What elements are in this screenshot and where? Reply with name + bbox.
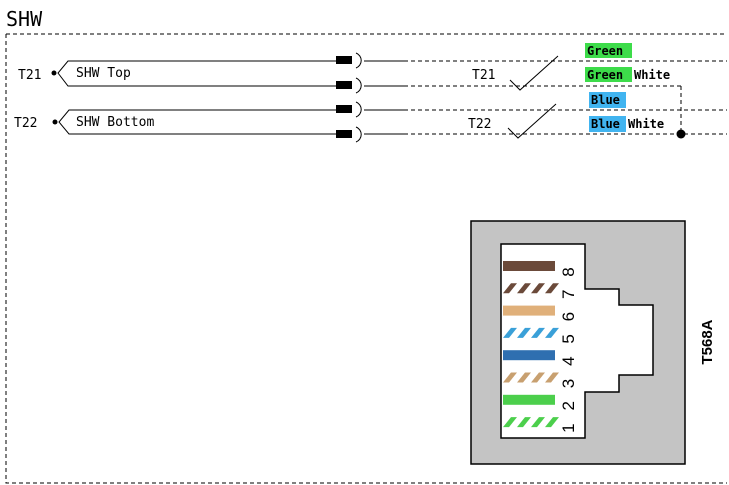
wire-color-name: Blue bbox=[591, 117, 620, 131]
wire-color-name: Blue bbox=[591, 93, 620, 107]
wire-color-name: Green bbox=[587, 68, 623, 82]
rj45-connector: 8 7 6 5 4 3 2 1 T568A bbox=[470, 220, 716, 465]
pin-number-4: 4 bbox=[559, 356, 578, 365]
plug-connector-1 bbox=[336, 52, 404, 69]
pin-bar-5 bbox=[503, 327, 555, 338]
pin-stripe-1 bbox=[531, 417, 545, 428]
pin-stripe-1 bbox=[503, 417, 517, 428]
switch-label: T22 bbox=[468, 117, 491, 132]
terminal-dot bbox=[52, 119, 58, 125]
switch-t21: T21 bbox=[472, 55, 559, 91]
pin-stripe-3 bbox=[545, 372, 559, 383]
section-title: SHW bbox=[6, 7, 43, 31]
pin-number-7: 7 bbox=[559, 290, 578, 299]
pin-stripe-5 bbox=[503, 327, 517, 338]
pin-stripe-5 bbox=[517, 327, 531, 338]
pin-number-1: 1 bbox=[559, 423, 578, 432]
pin-bar-3 bbox=[503, 372, 555, 383]
pin-number-6: 6 bbox=[559, 312, 578, 321]
pin-bar-7 bbox=[503, 283, 555, 294]
wire-color-swatch bbox=[585, 67, 632, 82]
connector-standard-label: T568A bbox=[699, 319, 716, 364]
switch-label: T21 bbox=[472, 68, 495, 83]
wire-label-blue-white: Blue White bbox=[589, 116, 664, 132]
pin-stripe-5 bbox=[545, 327, 559, 338]
pin-stripe-7 bbox=[531, 283, 545, 294]
sensor-name: SHW Bottom bbox=[76, 115, 154, 130]
section-frame-left-bottom bbox=[5, 34, 727, 484]
sensor-terminal-label: T22 bbox=[14, 116, 37, 131]
wire-color-swatch bbox=[589, 116, 626, 132]
wire-label-green: Green bbox=[585, 43, 632, 58]
pin-stripe-3 bbox=[531, 372, 545, 383]
wire-label-blue: Blue bbox=[589, 92, 626, 108]
wire-label-green-white: Green White bbox=[585, 67, 670, 82]
pin-stripe-3 bbox=[503, 372, 517, 383]
wire-color-suffix: White bbox=[634, 68, 670, 82]
pin-bar-4 bbox=[503, 350, 555, 361]
pin-bar-8 bbox=[503, 261, 555, 271]
pin-number-5: 5 bbox=[559, 334, 578, 343]
wire-color-swatch bbox=[585, 43, 632, 58]
pin-stripe-1 bbox=[517, 417, 531, 428]
sensor-terminal-label: T21 bbox=[18, 68, 41, 83]
sensor-probe-outline bbox=[57, 60, 340, 87]
pin-bar-2 bbox=[503, 394, 555, 405]
pin-labels: 8 7 6 5 4 3 2 1 bbox=[559, 267, 578, 433]
pin-stripe-7 bbox=[503, 283, 517, 294]
plug-connector-3 bbox=[336, 101, 404, 118]
pin-stripe-1 bbox=[545, 417, 559, 428]
pin-number-8: 8 bbox=[559, 267, 578, 276]
terminal-dot bbox=[51, 70, 57, 76]
pin-bars bbox=[503, 261, 559, 428]
sensor-probe-outline bbox=[58, 109, 340, 135]
pin-number-2: 2 bbox=[559, 401, 578, 410]
wire-color-suffix: White bbox=[628, 117, 664, 131]
switch-t22: T22 bbox=[468, 103, 557, 139]
plug-connector-4 bbox=[336, 126, 404, 143]
sensor-name: SHW Top bbox=[76, 66, 131, 81]
plug-connector-2 bbox=[336, 77, 404, 94]
wire-color-swatch bbox=[589, 92, 626, 108]
pin-bar-6 bbox=[503, 305, 555, 316]
pin-stripe-3 bbox=[517, 372, 531, 383]
junction-dot bbox=[676, 129, 686, 139]
pin-bar-1 bbox=[503, 417, 555, 428]
wire-color-name: Green bbox=[587, 44, 623, 58]
sensor-t22: T22 SHW Bottom bbox=[14, 109, 340, 135]
pin-number-3: 3 bbox=[559, 379, 578, 388]
pin-stripe-7 bbox=[545, 283, 559, 294]
pin-stripe-7 bbox=[517, 283, 531, 294]
pin-stripe-5 bbox=[531, 327, 545, 338]
sensor-t21: T21 SHW Top bbox=[18, 60, 340, 87]
